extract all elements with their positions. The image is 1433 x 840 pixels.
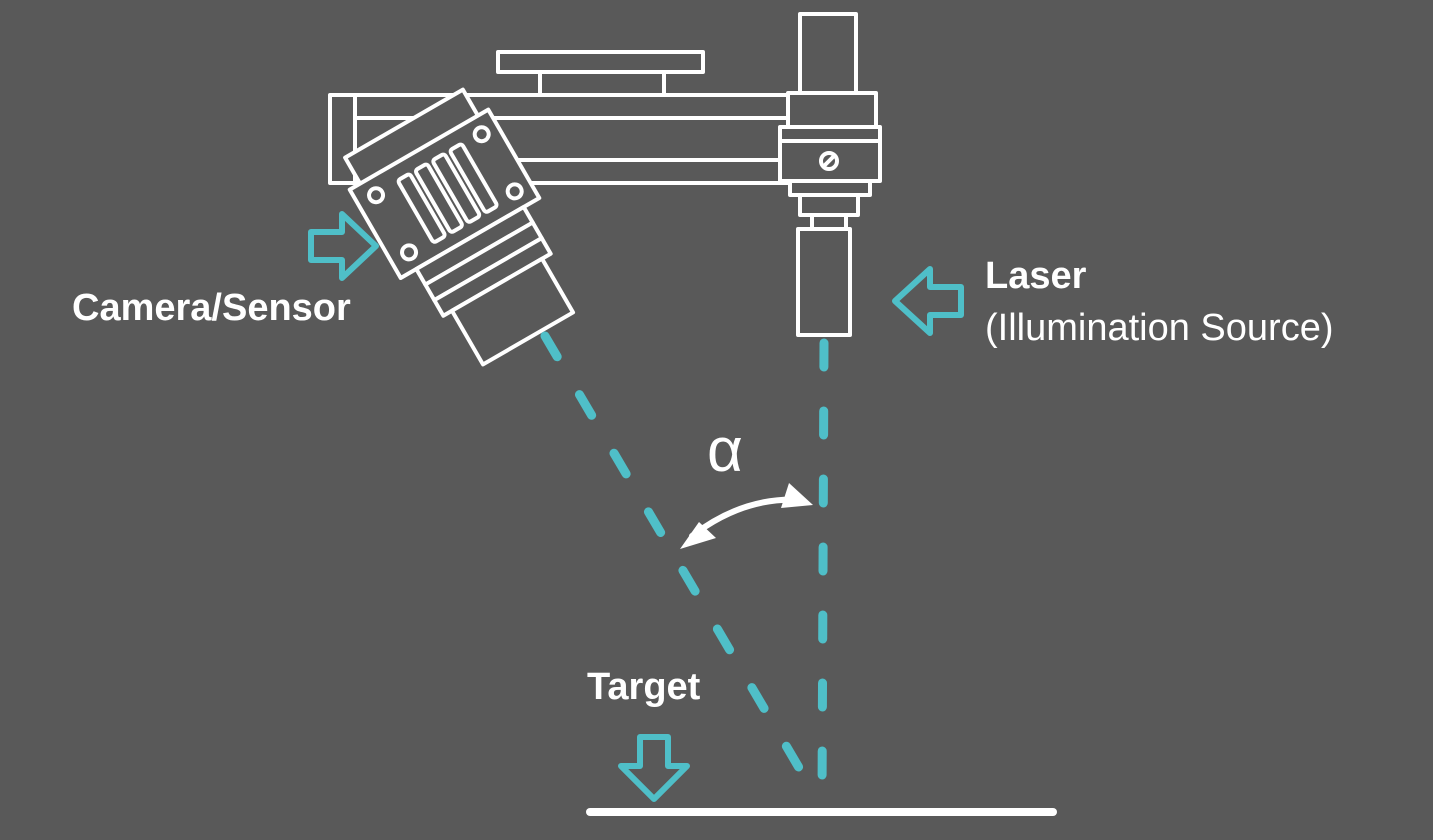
laser-label: Laser	[985, 255, 1087, 297]
camera-device	[343, 87, 576, 367]
angle-alpha-label: α	[707, 416, 743, 485]
laser-device	[778, 12, 882, 337]
camera-sensor-label: Camera/Sensor	[72, 287, 351, 329]
target-label: Target	[587, 666, 701, 708]
down-arrow-icon	[618, 734, 690, 802]
curved-double-arrow-icon	[680, 483, 813, 549]
illumination-source-label: (Illumination Source)	[985, 307, 1334, 349]
left-arrow-icon	[892, 266, 964, 336]
right-arrow-icon	[308, 211, 379, 281]
beams	[540, 331, 829, 805]
laser-beam-line	[817, 338, 829, 805]
camera-view-line	[540, 331, 823, 805]
